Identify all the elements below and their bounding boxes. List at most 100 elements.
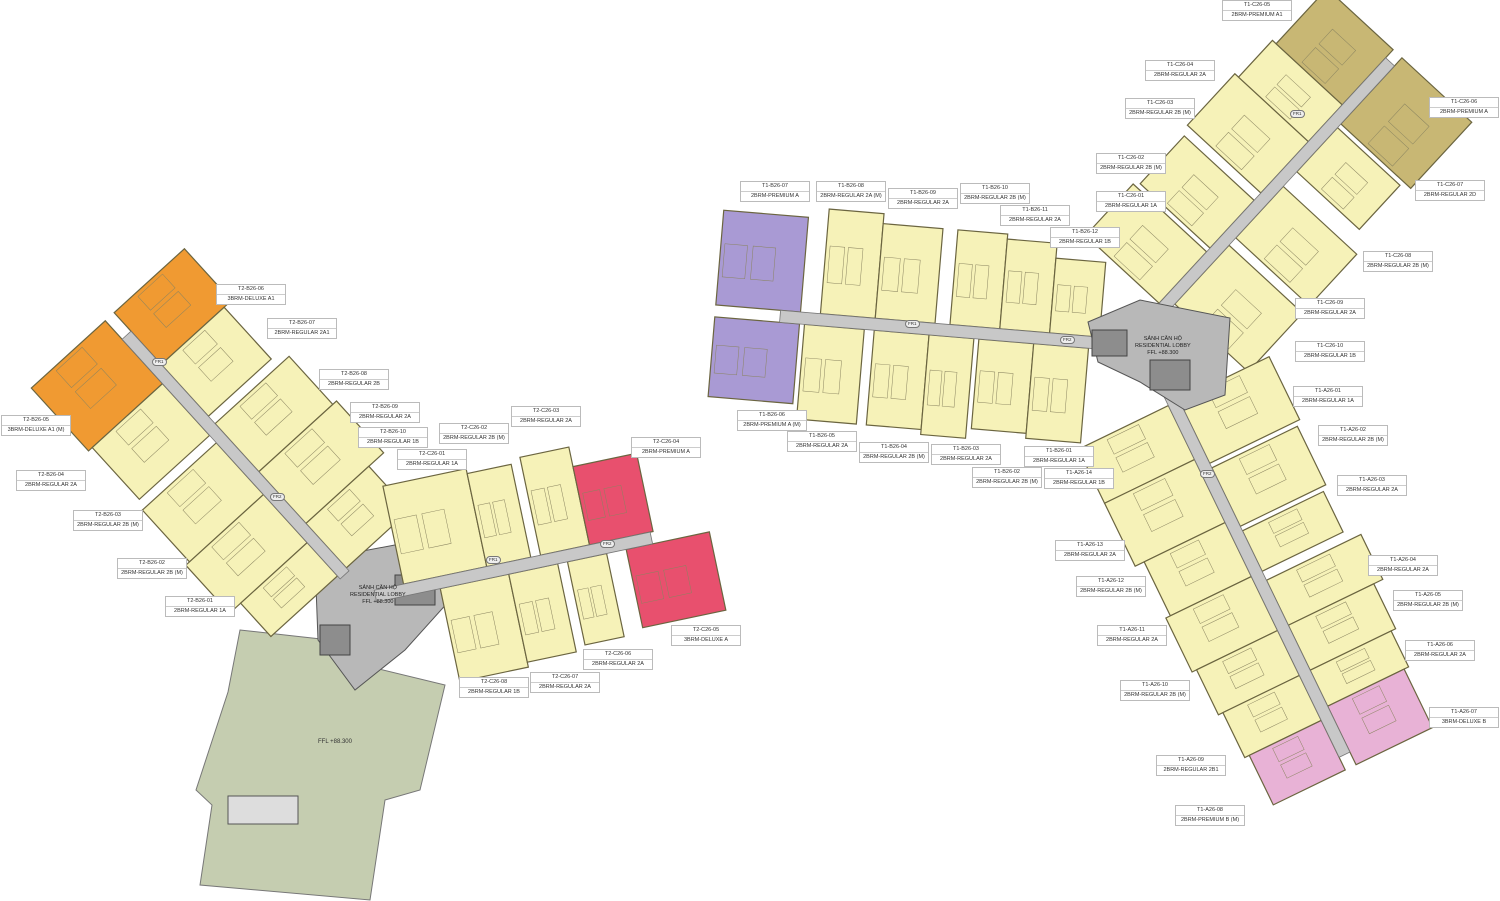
unit-t1-b26-08[interactable] xyxy=(819,208,885,319)
room-outline xyxy=(1272,735,1305,763)
room-outline xyxy=(262,566,296,598)
unit-t1-b26-02[interactable] xyxy=(970,338,1035,434)
unit-code: T1-B26-03 xyxy=(932,445,1000,455)
room-outline xyxy=(1367,125,1410,167)
unit-code: T1-A26-09 xyxy=(1157,756,1225,766)
unit-code: T1-B26-11 xyxy=(1001,206,1069,216)
room-outline xyxy=(131,425,170,463)
unit-type: 2BRM-REGULAR 2A xyxy=(359,414,411,420)
room-outline xyxy=(1055,284,1072,313)
unit-type: 2BRM-REGULAR 2B (M) xyxy=(1100,165,1162,171)
room-outline xyxy=(211,521,251,561)
room-outline xyxy=(1247,691,1281,718)
room-outline xyxy=(421,508,452,549)
unit-t1-b26-01[interactable] xyxy=(1025,342,1090,444)
room-outline xyxy=(182,329,218,365)
room-outline xyxy=(1231,114,1271,153)
unit-code: T2-B26-01 xyxy=(166,597,234,607)
room-outline xyxy=(1248,463,1287,495)
unit-type: 2BRM-REGULAR 1A xyxy=(1105,203,1157,209)
room-outline xyxy=(198,347,234,382)
unit-code: T1-A26-04 xyxy=(1369,556,1437,566)
unit-t2-c26-06[interactable] xyxy=(566,552,625,646)
unit-type: 2BRM-REGULAR 2B (M) xyxy=(1322,437,1384,443)
unit-type: 2BRM-REGULAR 2B (M) xyxy=(964,195,1026,201)
unit-type: 2BRM-REGULAR 2B (M) xyxy=(77,522,139,528)
unit-type: 2BRM-PREMIUM A (M) xyxy=(743,422,801,428)
unit-code: T2-B26-05 xyxy=(2,416,70,426)
unit-code: T1-A26-03 xyxy=(1338,476,1406,486)
unit-t1-b26-09[interactable] xyxy=(874,222,944,324)
unit-code: T1-C26-02 xyxy=(1097,154,1165,164)
building-wing xyxy=(1077,355,1434,806)
unit-type: 2BRM-REGULAR 2A xyxy=(520,418,572,424)
unit-type: 2BRM-REGULAR 2B (M) xyxy=(1124,692,1186,698)
room-outline xyxy=(1322,616,1360,644)
unit-code: T1-C26-08 xyxy=(1364,252,1432,262)
unit-t2-c26-05[interactable] xyxy=(625,531,727,629)
room-outline xyxy=(225,537,266,577)
podium-stair xyxy=(227,795,299,825)
unit-type: 2BRM-PREMIUM A xyxy=(751,193,799,199)
room-outline xyxy=(582,489,606,521)
room-outline xyxy=(492,499,512,536)
unit-type: 2BRM-REGULAR 2B (M) xyxy=(863,454,925,460)
room-outline xyxy=(153,290,192,328)
unit-type: 2BRM-REGULAR 2A xyxy=(940,456,992,462)
room-outline xyxy=(822,359,842,395)
room-outline xyxy=(635,571,665,604)
unit-type: 2BRM-REGULAR 1B xyxy=(468,689,520,695)
unit-type: 2BRM-REGULAR 2A xyxy=(539,684,591,690)
unit-t1-b26-04[interactable] xyxy=(865,329,930,431)
unit-type: 3BRM-DELUXE A xyxy=(683,637,728,643)
unit-t1-b26-07[interactable] xyxy=(715,209,810,313)
elevator-core-left xyxy=(319,624,351,656)
unit-t1-b26-06[interactable] xyxy=(707,316,801,405)
podium-roof xyxy=(195,629,446,901)
unit-t2-c26-03[interactable] xyxy=(519,446,591,556)
unit-code: T1-B26-01 xyxy=(1025,447,1093,457)
room-outline xyxy=(1106,424,1146,455)
unit-code: T1-B26-07 xyxy=(741,182,809,192)
unit-type: 3BRM-DELUXE B xyxy=(1441,719,1487,725)
unit-code: T2-C26-07 xyxy=(531,673,599,683)
room-outline xyxy=(1254,706,1288,733)
corridor-tag: FR2 xyxy=(600,540,615,548)
room-outline xyxy=(1301,47,1340,84)
unit-code: T1-B26-05 xyxy=(788,432,856,442)
room-outline xyxy=(1129,224,1169,264)
unit-code: T1-A26-02 xyxy=(1319,426,1387,436)
unit-type: 2BRM-REGULAR 2B (M) xyxy=(976,479,1038,485)
corridor xyxy=(121,330,350,580)
unit-t1-b26-11[interactable] xyxy=(999,238,1058,334)
unit-code: T1-A26-05 xyxy=(1394,591,1462,601)
room-outline xyxy=(74,367,117,409)
room-outline xyxy=(956,263,973,298)
unit-code: T1-C26-10 xyxy=(1296,342,1364,352)
unit-code: T2-C26-08 xyxy=(460,678,528,688)
room-outline xyxy=(115,408,154,446)
room-outline xyxy=(1220,289,1262,330)
unit-code: T1-B26-02 xyxy=(973,468,1041,478)
room-outline xyxy=(802,357,822,393)
unit-code: T1-A26-01 xyxy=(1294,387,1362,397)
room-outline xyxy=(1274,522,1309,548)
room-outline xyxy=(1351,685,1387,715)
room-outline xyxy=(450,616,477,654)
room-outline xyxy=(477,502,497,539)
unit-t1-b26-10[interactable] xyxy=(949,229,1009,330)
